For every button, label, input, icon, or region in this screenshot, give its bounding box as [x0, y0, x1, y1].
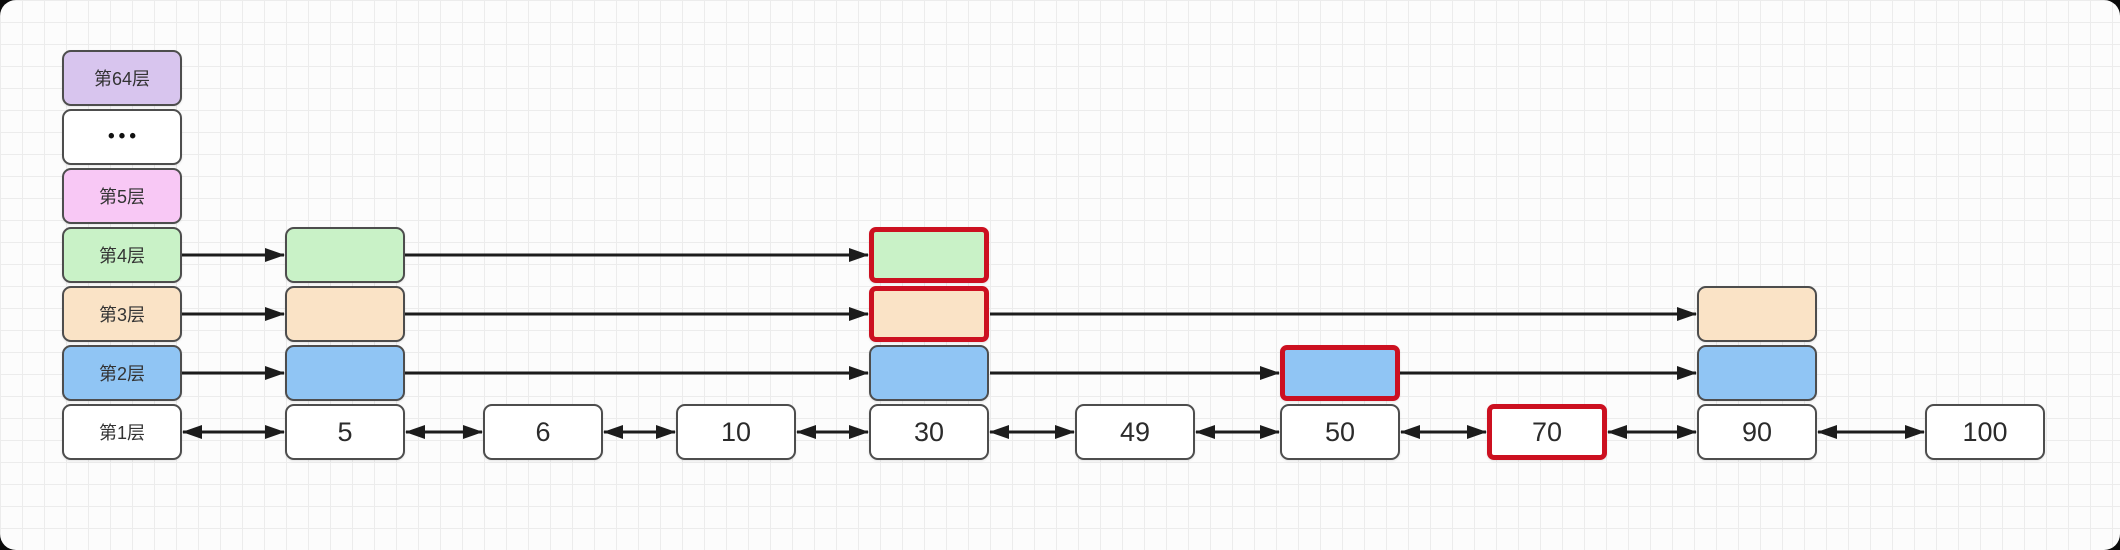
- node-30-value-box: 30: [869, 404, 989, 460]
- node-100-value-box: 100: [1925, 404, 2045, 460]
- node-5-value-box: 5: [285, 404, 405, 460]
- node-49-value-box: 49: [1075, 404, 1195, 460]
- node-30-level4-pointer-box-highlighted: [869, 227, 989, 283]
- node-70-value-box-highlighted: 70: [1487, 404, 1607, 460]
- node-50-value-box: 50: [1280, 404, 1400, 460]
- node-30-level2-pointer-box: [869, 345, 989, 401]
- node-50-level2-pointer-box-highlighted: [1280, 345, 1400, 401]
- level-3-label-box: 第3层: [62, 286, 182, 342]
- level-5-label-box: 第5层: [62, 168, 182, 224]
- level-4-label-box: 第4层: [62, 227, 182, 283]
- node-90-value-box: 90: [1697, 404, 1817, 460]
- level-1-label-box: 第1层: [62, 404, 182, 460]
- level-64-label-box: 第64层: [62, 50, 182, 106]
- node-5-level3-pointer-box: [285, 286, 405, 342]
- node-5-level4-pointer-box: [285, 227, 405, 283]
- node-90-level2-pointer-box: [1697, 345, 1817, 401]
- node-10-value-box: 10: [676, 404, 796, 460]
- node-5-level2-pointer-box: [285, 345, 405, 401]
- ellipsis-box: •••: [62, 109, 182, 165]
- node-90-level3-pointer-box: [1697, 286, 1817, 342]
- node-6-value-box: 6: [483, 404, 603, 460]
- node-30-level3-pointer-box-highlighted: [869, 286, 989, 342]
- level-2-label-box: 第2层: [62, 345, 182, 401]
